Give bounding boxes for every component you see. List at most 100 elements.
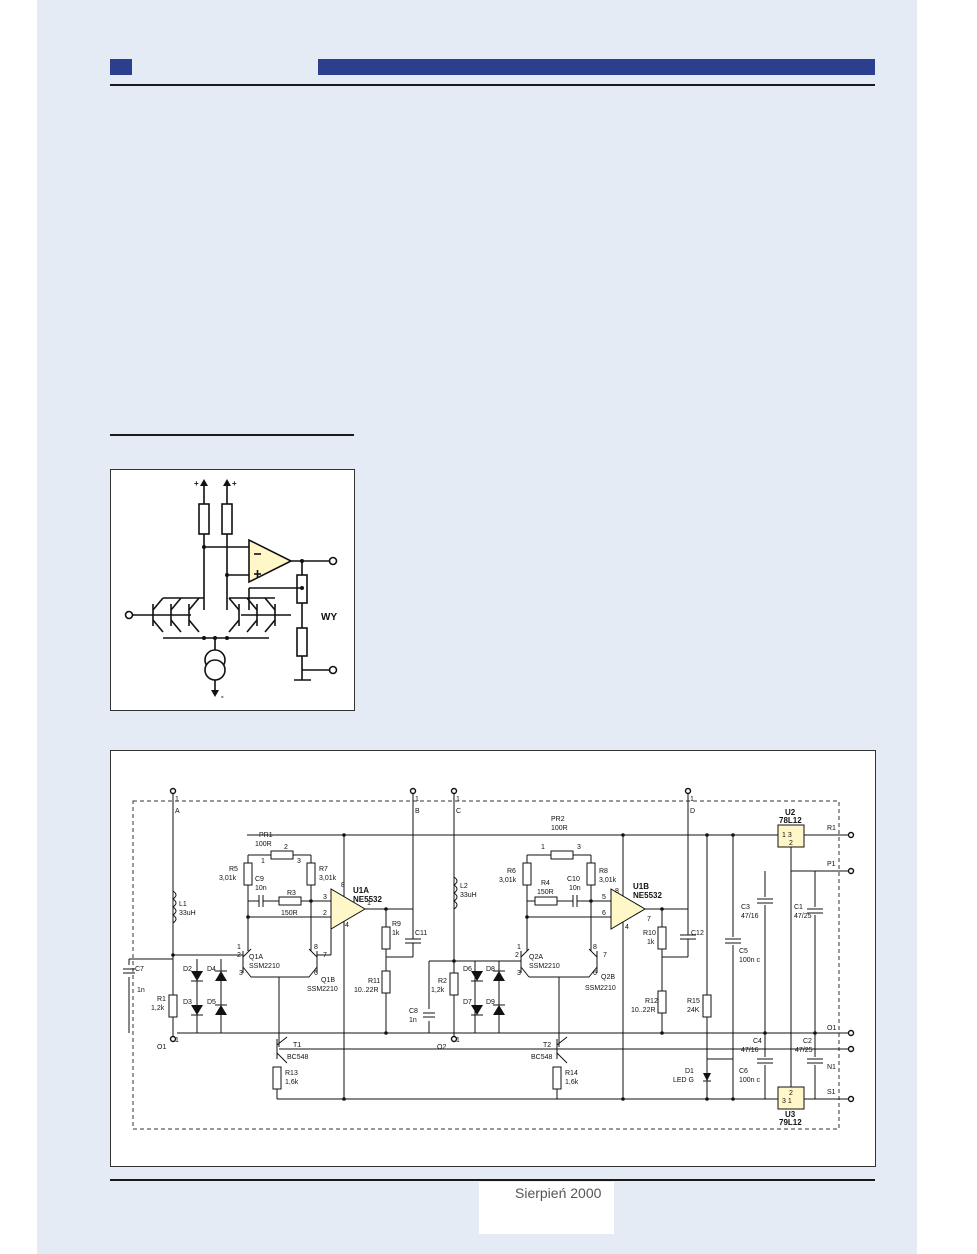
- d1-name: D1: [685, 1068, 694, 1075]
- t1-type: BC548: [287, 1054, 309, 1061]
- u1b-pin8: 8: [615, 888, 619, 895]
- r15-name: R15: [687, 998, 700, 1005]
- r1-name: R1: [157, 996, 166, 1003]
- q1b-pin7: 7: [323, 952, 327, 959]
- c10-value: 10n: [569, 885, 581, 892]
- d9-name: D9: [486, 999, 495, 1006]
- c8-value: 1n: [409, 1017, 417, 1024]
- c2-name: C2: [803, 1038, 812, 1045]
- r4-value: 150R: [537, 889, 554, 896]
- q2a-pin1: 1: [517, 944, 521, 951]
- q1b-type: SSM2210: [307, 986, 338, 993]
- r6-value: 3,01k: [499, 877, 517, 884]
- r14-value: 1,6k: [565, 1079, 579, 1086]
- u3-pins: 3 1: [782, 1098, 792, 1105]
- q1a-pin1: 1: [237, 944, 241, 951]
- pr2-pin1: 1: [541, 844, 545, 851]
- header-square: [110, 59, 132, 75]
- principle-diagram: + + - WY: [110, 469, 355, 711]
- principle-diagram-svg: + + - WY: [124, 479, 337, 701]
- r2-value: 1,2k: [431, 987, 445, 994]
- terminal-n1: N1: [827, 1064, 836, 1071]
- r8-name: R8: [599, 868, 608, 875]
- r3-name: R3: [287, 890, 296, 897]
- c8-name: C8: [409, 1008, 418, 1015]
- c7-name: C7: [135, 966, 144, 973]
- minus-label: -: [221, 692, 224, 701]
- node-a-num: 1: [175, 796, 179, 803]
- c6-value: 100n c: [739, 1077, 761, 1084]
- c4-name: C4: [753, 1038, 762, 1045]
- q2a-name: Q2A: [529, 954, 543, 961]
- t2-name: T2: [543, 1042, 551, 1049]
- u1a-pin4: 4: [345, 922, 349, 929]
- u2-pin-gnd: 2: [789, 840, 793, 847]
- d2-name: D2: [183, 966, 192, 973]
- d7-name: D7: [463, 999, 472, 1006]
- q2b-pin6: 6: [593, 970, 597, 977]
- pr1-pin1: 1: [261, 858, 265, 865]
- q2b-pin7: 7: [603, 952, 607, 959]
- header-bar: [318, 59, 875, 75]
- u1b-pin7: 7: [647, 916, 651, 923]
- o2-label: O2: [437, 1044, 446, 1051]
- q1a-type: SSM2210: [249, 963, 280, 970]
- r5-name: R5: [229, 866, 238, 873]
- c9-name: C9: [255, 876, 264, 883]
- u1b-pin5: 5: [602, 894, 606, 901]
- u1a-pin8: 8: [341, 882, 345, 889]
- footer-rule: [110, 1179, 875, 1181]
- r4-name: R4: [541, 880, 550, 887]
- r7-value: 3,01k: [319, 875, 337, 882]
- footer-date: Sierpień 2000: [515, 1185, 602, 1201]
- c1-name: C1: [794, 904, 803, 911]
- o1-num: 1: [175, 1037, 179, 1044]
- node-d-num: 1: [690, 796, 694, 803]
- l2-name: L2: [460, 883, 468, 890]
- r2-name: R2: [438, 978, 447, 985]
- r5-value: 3,01k: [219, 875, 237, 882]
- c7-value: 1n: [137, 987, 145, 994]
- r13-value: 1,6k: [285, 1079, 299, 1086]
- u3-pin-gnd: 2: [789, 1090, 793, 1097]
- r15-value: 24K: [687, 1007, 700, 1014]
- q2a-type: SSM2210: [529, 963, 560, 970]
- l1-name: L1: [179, 901, 187, 908]
- pr1-pin3: 3: [297, 858, 301, 865]
- terminal-o1: O1: [827, 1025, 836, 1032]
- c12-name: C12: [691, 930, 704, 937]
- r1-value: 1,2k: [151, 1005, 165, 1012]
- u2-name: U2: [785, 808, 796, 817]
- r8-value: 3,01k: [599, 877, 617, 884]
- r7-name: R7: [319, 866, 328, 873]
- d8-name: D8: [486, 966, 495, 973]
- o1-label: O1: [157, 1044, 166, 1051]
- q1a-name: Q1A: [249, 954, 263, 961]
- d6-name: D6: [463, 966, 472, 973]
- pr1-name: PR1: [259, 832, 273, 839]
- plus-label-2: +: [232, 479, 237, 488]
- c3-value: 47/16: [741, 913, 759, 920]
- pr2-value: 100R: [551, 825, 568, 832]
- q1b-name: Q1B: [321, 977, 335, 984]
- schematic-panel: 1 A 1 B 1 C 1 D PR1 100R R5 3,01k R7 3,0…: [110, 750, 876, 1167]
- terminal-s1: S1: [827, 1089, 836, 1096]
- terminal-r1: R1: [827, 825, 836, 832]
- schematic-svg: 1 A 1 B 1 C 1 D PR1 100R R5 3,01k R7 3,0…: [123, 787, 855, 1130]
- l1-value: 33uH: [179, 910, 196, 917]
- c5-value: 100n c: [739, 957, 761, 964]
- r11-value: 10..22R: [354, 987, 379, 994]
- node-b-num: 1: [415, 796, 419, 803]
- node-c-letter: C: [456, 808, 461, 815]
- pr1-pin2: 2: [284, 844, 288, 851]
- c3-name: C3: [741, 904, 750, 911]
- q2a-pin3: 3: [517, 970, 521, 977]
- t2-type: BC548: [531, 1054, 553, 1061]
- r12-value: 10..22R: [631, 1007, 656, 1014]
- pr1-value: 100R: [255, 841, 272, 848]
- o2-num: 1: [456, 1037, 460, 1044]
- r3-value: 150R: [281, 910, 298, 917]
- pr2-pin3: 3: [577, 844, 581, 851]
- r11-name: R11: [368, 978, 380, 985]
- r12-name: R12: [645, 998, 658, 1005]
